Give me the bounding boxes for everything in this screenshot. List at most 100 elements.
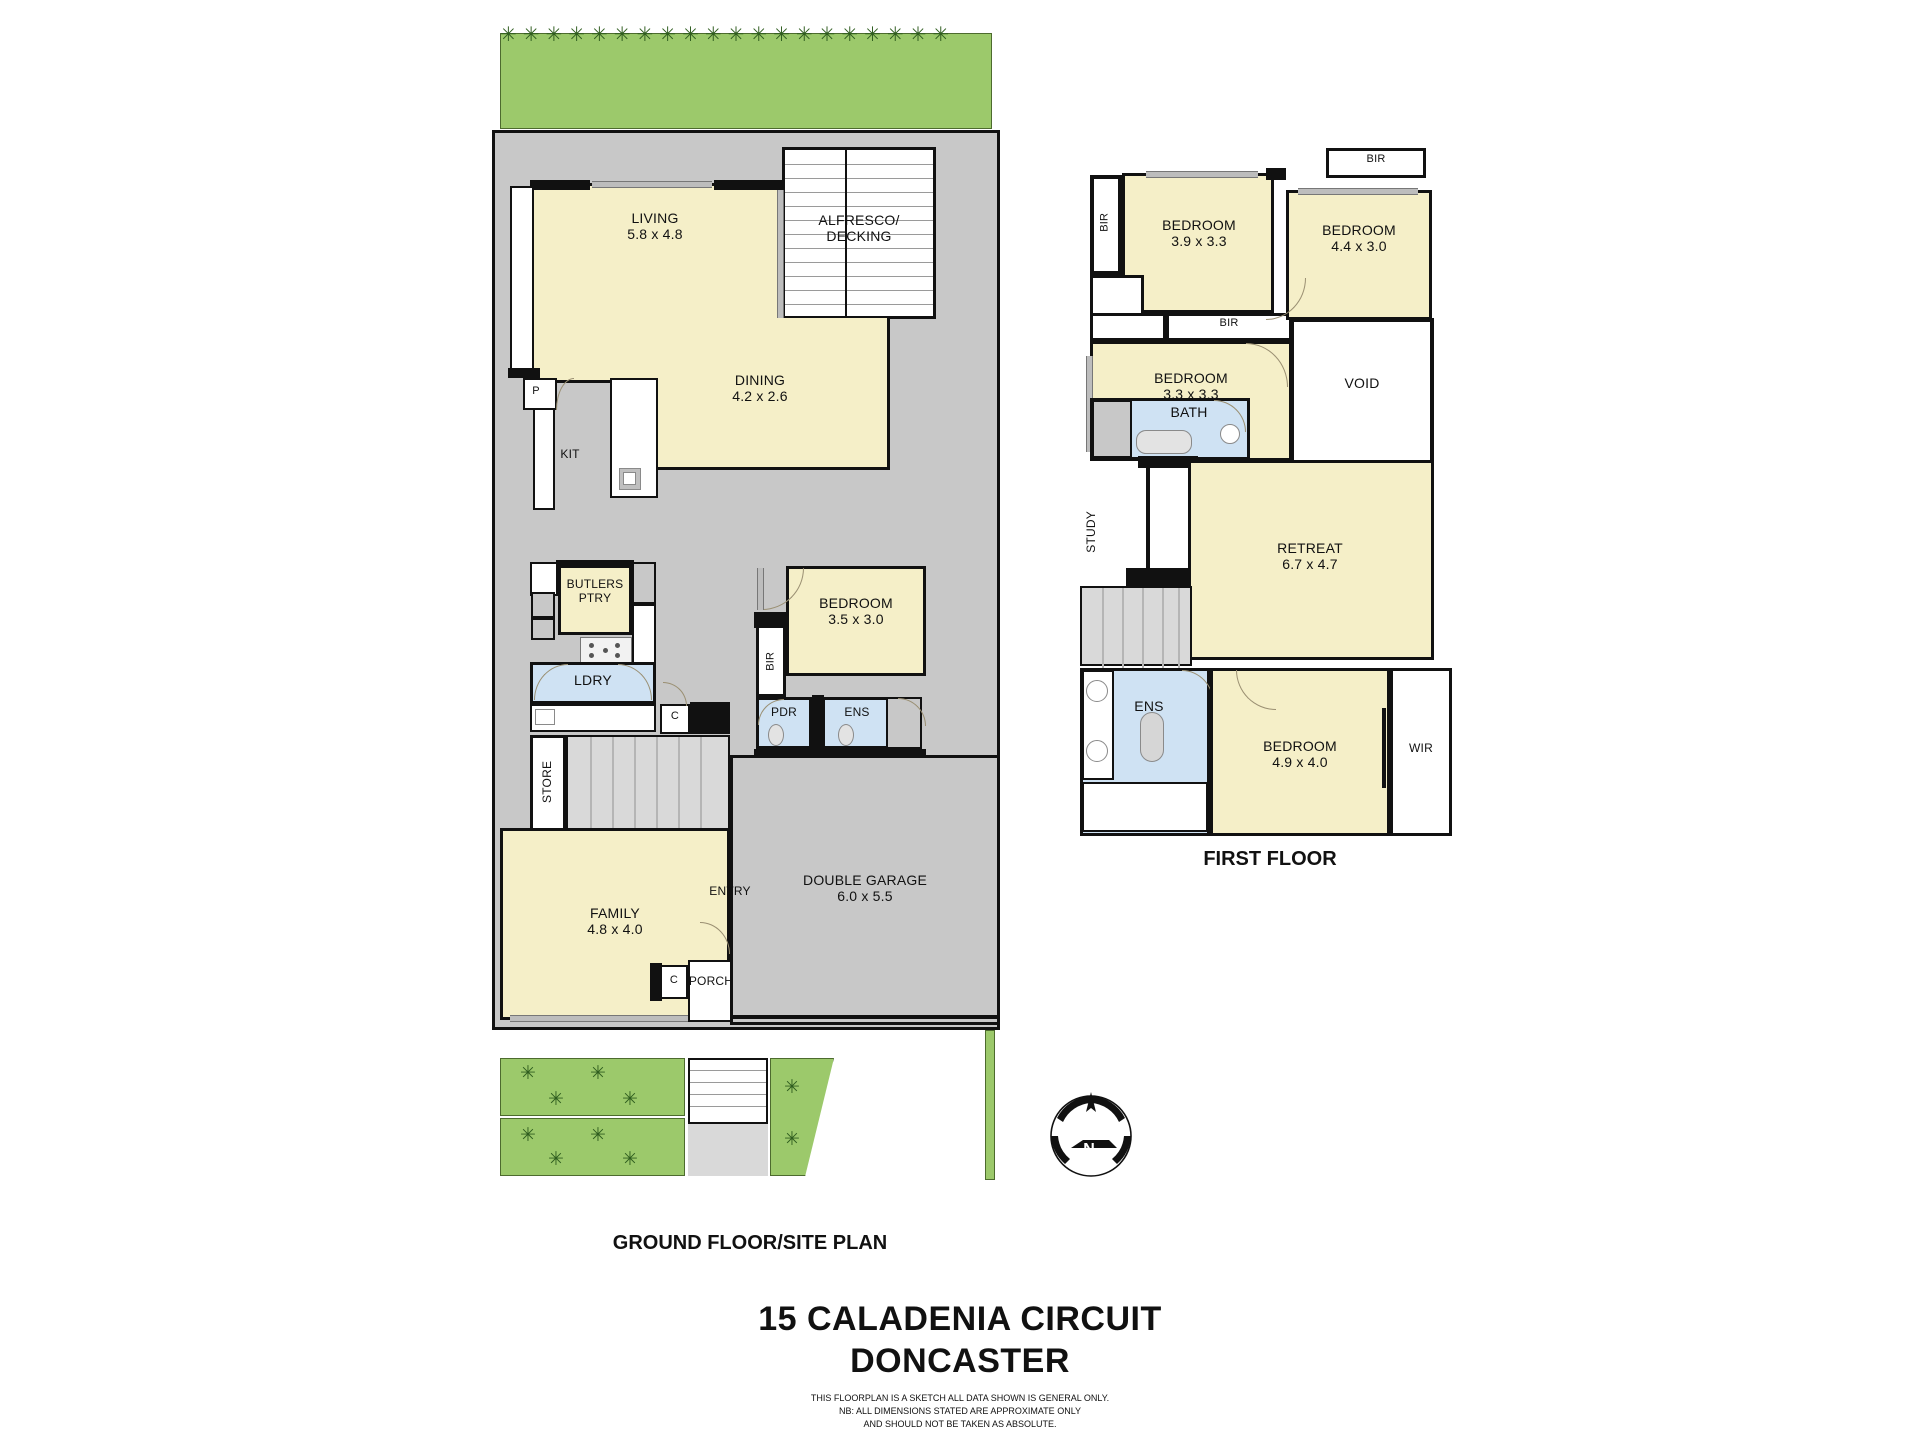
label-dining: DINING 4.2 x 2.6: [700, 372, 820, 404]
stairs-first: [1080, 586, 1192, 668]
room-bedroom-ground: [786, 566, 926, 676]
room-butlers-pantry: [558, 565, 632, 635]
room-name: LDRY: [574, 672, 612, 688]
shrub-icon: ✳: [784, 1077, 800, 1098]
ens-shower: [1082, 782, 1208, 832]
label-ens-first: ENS: [1110, 698, 1188, 714]
wall-below-wetzone: [754, 749, 926, 755]
label-void: VOID: [1300, 375, 1424, 391]
label-ens-ground: ENS: [822, 705, 892, 720]
sink-icon: [623, 472, 636, 485]
address-line-1: 15 CALADENIA CIRCUIT: [758, 1300, 1162, 1338]
window-bed-2-north: [1298, 188, 1418, 195]
wall-blk-c2: [650, 963, 662, 1001]
room-bed-2: [1286, 190, 1432, 320]
room-name: BEDROOM: [1263, 738, 1337, 754]
label-store: STORE: [540, 747, 555, 817]
room-name: ENS: [844, 705, 870, 719]
room-dim: 3.9 x 3.3: [1171, 233, 1227, 250]
room-name: C: [670, 710, 680, 722]
room-name: BEDROOM: [1322, 222, 1396, 238]
room-retreat: [1188, 460, 1434, 660]
room-name: BIR: [1098, 212, 1111, 232]
room-void: [1290, 318, 1434, 468]
room-name: DINING: [734, 372, 786, 388]
lawn-front-left-top: [500, 1058, 685, 1116]
room-name: ENS: [1134, 698, 1164, 714]
butlers-opening: [632, 604, 656, 664]
label-ldry: LDRY: [530, 672, 656, 688]
study-wall-left: [1146, 466, 1150, 586]
room-dim: 5.8 x 4.8: [627, 226, 683, 243]
room-name: P: [532, 385, 540, 397]
cooktop-butlers-icon: [580, 637, 632, 663]
room-name: WIR: [1409, 741, 1433, 755]
label-bir-2: BIR: [1166, 317, 1292, 330]
trough-icon: [535, 709, 555, 725]
lawn-front-left-bottom: [500, 1118, 685, 1176]
wall-bed1-top-right: [1266, 168, 1286, 180]
bir-2-left-cell: [1090, 313, 1166, 341]
shrub-icon: ✳: [590, 1063, 606, 1084]
room-name: BEDROOM: [1162, 217, 1236, 233]
sliding-door-alfresco: [777, 190, 784, 320]
butlers-shelf: [530, 562, 558, 596]
label-porch: PORCH: [688, 974, 734, 989]
first-floor-caption: FIRST FLOOR: [1203, 848, 1337, 870]
wall-living-left-bottom: [508, 368, 540, 378]
room-name: ALFRESCO/: [818, 212, 900, 228]
room-name: BIR: [1219, 317, 1239, 329]
wall-ens-head: [812, 695, 824, 751]
shrub-icon: ✳: [622, 1089, 638, 1110]
room-dim: 6.0 x 5.5: [837, 888, 893, 905]
wall-butlers-box: [556, 560, 634, 566]
room-wir: [1390, 668, 1452, 836]
kitchen-fridge: [533, 510, 565, 536]
wall-blk-c1: [690, 702, 730, 734]
room-name: FAMILY: [590, 905, 640, 921]
room-name-2: DECKING: [826, 228, 892, 245]
label-wir: WIR: [1390, 741, 1452, 756]
label-p: P: [524, 385, 548, 398]
label-garage: DOUBLE GARAGE 6.0 x 5.5: [760, 872, 970, 904]
label-living: LIVING 5.8 x 4.8: [560, 210, 750, 242]
window-living-north: [592, 181, 712, 188]
compass-rose: N: [1045, 1090, 1137, 1182]
basin-ens-icon: [1086, 680, 1108, 702]
lawn-rear: [500, 33, 992, 129]
window-bedroom-ground: [757, 568, 764, 610]
room-name: BATH: [1170, 404, 1208, 420]
room-dim: 6.7 x 4.7: [1282, 556, 1338, 573]
label-butlers: BUTLERS PTRY: [558, 577, 632, 606]
room-name: BIR: [1366, 153, 1386, 165]
wall-retreat-stair-head: [1126, 568, 1188, 586]
lawn-front-edge: [985, 1030, 995, 1180]
room-name: ENTRY: [709, 884, 751, 898]
room-dim: 4.4 x 3.0: [1331, 238, 1387, 255]
label-bed-4: BEDROOM 4.9 x 4.0: [1220, 738, 1380, 770]
label-bir-ground: BIR: [765, 633, 778, 689]
room-dim: 3.5 x 3.0: [828, 611, 884, 628]
room-name: RETREAT: [1277, 540, 1343, 556]
room-name: BEDROOM: [819, 595, 893, 611]
wall-study-head: [1138, 456, 1198, 468]
wall-living-top-right: [714, 180, 782, 190]
room-porch: [688, 960, 732, 1022]
shrub-icon: ✳: [520, 1125, 536, 1146]
bath-tub-icon: [1136, 430, 1192, 454]
shrub-icon: ✳: [590, 1125, 606, 1146]
room-name: BEDROOM: [1154, 370, 1228, 386]
shrub-icon: ✳: [622, 1149, 638, 1170]
window-family-south: [510, 1015, 700, 1022]
rear-hedge: ✳✳✳✳✳✳✳✳✳✳✳✳✳✳✳✳✳✳✳✳: [500, 24, 956, 46]
room-bir-3: [1326, 148, 1426, 178]
ground-floor-caption: GROUND FLOOR/SITE PLAN: [612, 1232, 888, 1254]
lawn-front-right: [770, 1058, 834, 1176]
label-bedroom-ground: BEDROOM 3.5 x 3.0: [790, 595, 922, 627]
label-family: FAMILY 4.8 x 4.0: [520, 905, 710, 937]
garage-door-line: [732, 1015, 998, 1019]
shrub-icon: ✳: [548, 1089, 564, 1110]
room-store: [530, 735, 566, 835]
room-name: PORCH: [688, 974, 734, 988]
